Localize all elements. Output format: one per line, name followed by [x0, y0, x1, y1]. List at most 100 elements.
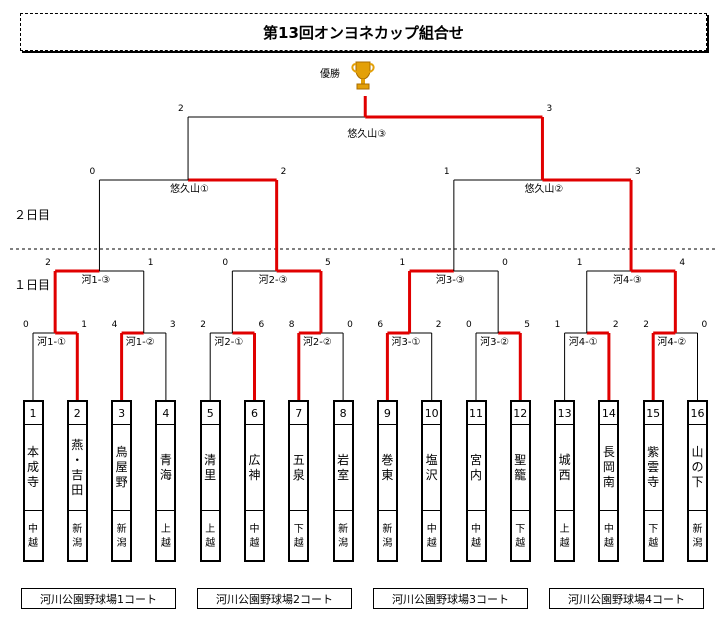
team-region-char: 潟: [692, 537, 703, 549]
team-name: 岩室: [334, 425, 352, 511]
team-region: 新潟: [379, 511, 396, 562]
team-region: 新潟: [335, 511, 352, 562]
match-r1-5-right-score: 2: [435, 320, 442, 330]
match-qf-4-label: 河4-③: [611, 275, 644, 287]
match-r1-3-right-score: 6: [258, 320, 265, 330]
team-name: 塩沢: [423, 425, 441, 511]
match-qf-3-label: 河3-③: [433, 275, 467, 287]
team-name-char: 室: [337, 467, 350, 482]
team-name-char: 雲: [647, 460, 660, 474]
team-name-char: 青: [159, 452, 172, 467]
team-name: 五泉: [290, 425, 308, 511]
match-final-label: 悠久山③: [345, 129, 389, 141]
team-name-char: ・: [71, 452, 84, 467]
team-number: 16: [689, 402, 706, 425]
team-region: 中越: [423, 511, 440, 562]
match-sf-1-left-score: 0: [89, 167, 96, 177]
team-name-char: 清: [204, 452, 217, 467]
team-name: 宮内: [467, 425, 485, 511]
match-r1-5-left-score: 6: [377, 320, 384, 330]
team-name-char: 聖: [514, 452, 527, 467]
team-name-char: 本: [26, 445, 39, 459]
team-region: 中越: [246, 511, 263, 562]
team-region-char: 越: [648, 537, 659, 549]
court-label: 河川公園野球場2コート: [197, 588, 352, 609]
team-number: 14: [600, 402, 618, 425]
day-1-label: １日目: [14, 278, 51, 292]
team-region-char: 下: [515, 523, 526, 535]
team-name: 聖籠: [511, 425, 529, 511]
team-region-char: 越: [293, 537, 304, 549]
team-region-char: 中: [603, 523, 614, 535]
team-name-char: 野: [115, 475, 128, 489]
team-number: 3: [113, 402, 131, 425]
champion-label: 優勝: [320, 69, 340, 80]
team-number: 9: [378, 402, 396, 425]
team-name: 本成寺: [24, 425, 42, 511]
team-number: 2: [68, 402, 86, 425]
team-name-char: 宮: [469, 452, 482, 467]
match-qf-2-label: 河2-③: [256, 275, 290, 287]
team-name-char: 紫: [647, 445, 660, 459]
team-name-char: 五: [292, 452, 305, 467]
team-region-char: 新: [692, 523, 703, 535]
team-name-char: 東: [381, 467, 394, 482]
match-r1-6-right-score: 5: [524, 320, 531, 330]
team-number: 10: [423, 402, 441, 425]
match-r1-8-right-score: 0: [701, 320, 708, 330]
court-label: 河川公園野球場1コート: [21, 588, 176, 609]
team-name-char: 南: [602, 475, 615, 489]
match-r1-8-left-score: 2: [643, 320, 649, 330]
court-label: 河川公園野球場4コート: [549, 588, 704, 609]
team-name-char: 内: [469, 467, 482, 482]
team-name-char: 山: [691, 445, 704, 459]
team-name-char: 屋: [115, 460, 128, 474]
match-r1-4-left-score: 8: [288, 320, 295, 330]
team-region-char: 新: [382, 523, 393, 535]
team-number: 12: [511, 402, 529, 425]
team-name: 長岡南: [600, 425, 618, 511]
team-region-char: 新: [116, 523, 127, 535]
match-qf-3-left-score: 1: [399, 258, 406, 268]
team-number: 15: [644, 402, 662, 425]
team-region: 下越: [645, 511, 662, 562]
team-region-char: 越: [426, 537, 437, 549]
team-region-char: 上: [160, 523, 171, 535]
team-region: 下越: [512, 511, 529, 562]
team-name-char: 燕: [71, 437, 84, 452]
team-region-char: 下: [648, 523, 659, 535]
match-r1-2-right-score: 3: [169, 320, 176, 330]
team-region-char: 潟: [72, 537, 83, 549]
match-r1-4-label: 河2-②: [300, 337, 334, 349]
match-qf-4-right-score: 4: [679, 258, 686, 268]
team-region: 新潟: [689, 511, 706, 562]
team-region: 下越: [290, 511, 307, 562]
team-name: 鳥屋野: [113, 425, 131, 511]
team-name: 清里: [201, 425, 219, 511]
team-region: 中越: [25, 511, 42, 562]
match-qf-1-left-score: 2: [45, 258, 51, 268]
team-region: 上越: [157, 511, 174, 562]
team-name-char: 籠: [514, 467, 527, 482]
team-region-char: 中: [249, 523, 260, 535]
team-name-char: 西: [558, 467, 571, 482]
team-region-char: 上: [559, 523, 570, 535]
match-r1-7-label: 河4-①: [566, 337, 600, 349]
team-name-char: 長: [602, 445, 615, 459]
team-number: 6: [246, 402, 263, 425]
match-sf-2-right-score: 3: [635, 167, 641, 177]
match-r1-6-label: 河3-②: [478, 337, 512, 349]
match-final-left-score: 2: [178, 104, 184, 114]
